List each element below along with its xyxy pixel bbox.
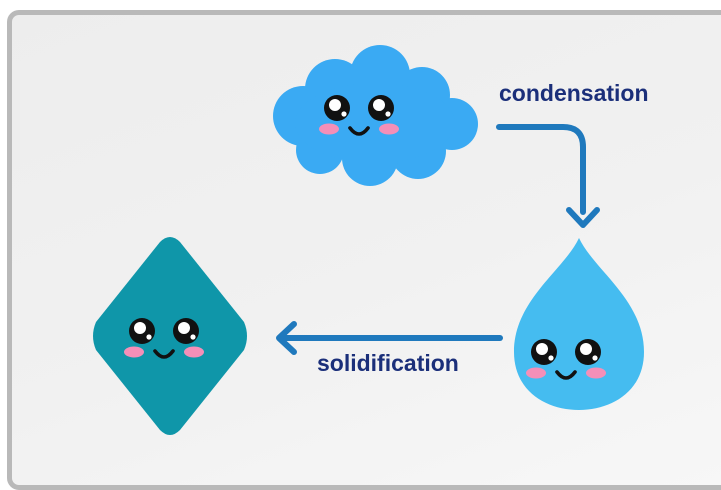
solidification-arrow	[276, 321, 503, 355]
cloud-icon	[273, 45, 478, 186]
condensation-label: condensation	[499, 80, 649, 106]
solidification-label: solidification	[317, 350, 459, 376]
water-droplet-icon	[514, 238, 644, 410]
ice-diamond-icon	[93, 237, 247, 435]
condensation-arrow	[496, 124, 600, 228]
water-cycle-diagram	[93, 45, 644, 435]
